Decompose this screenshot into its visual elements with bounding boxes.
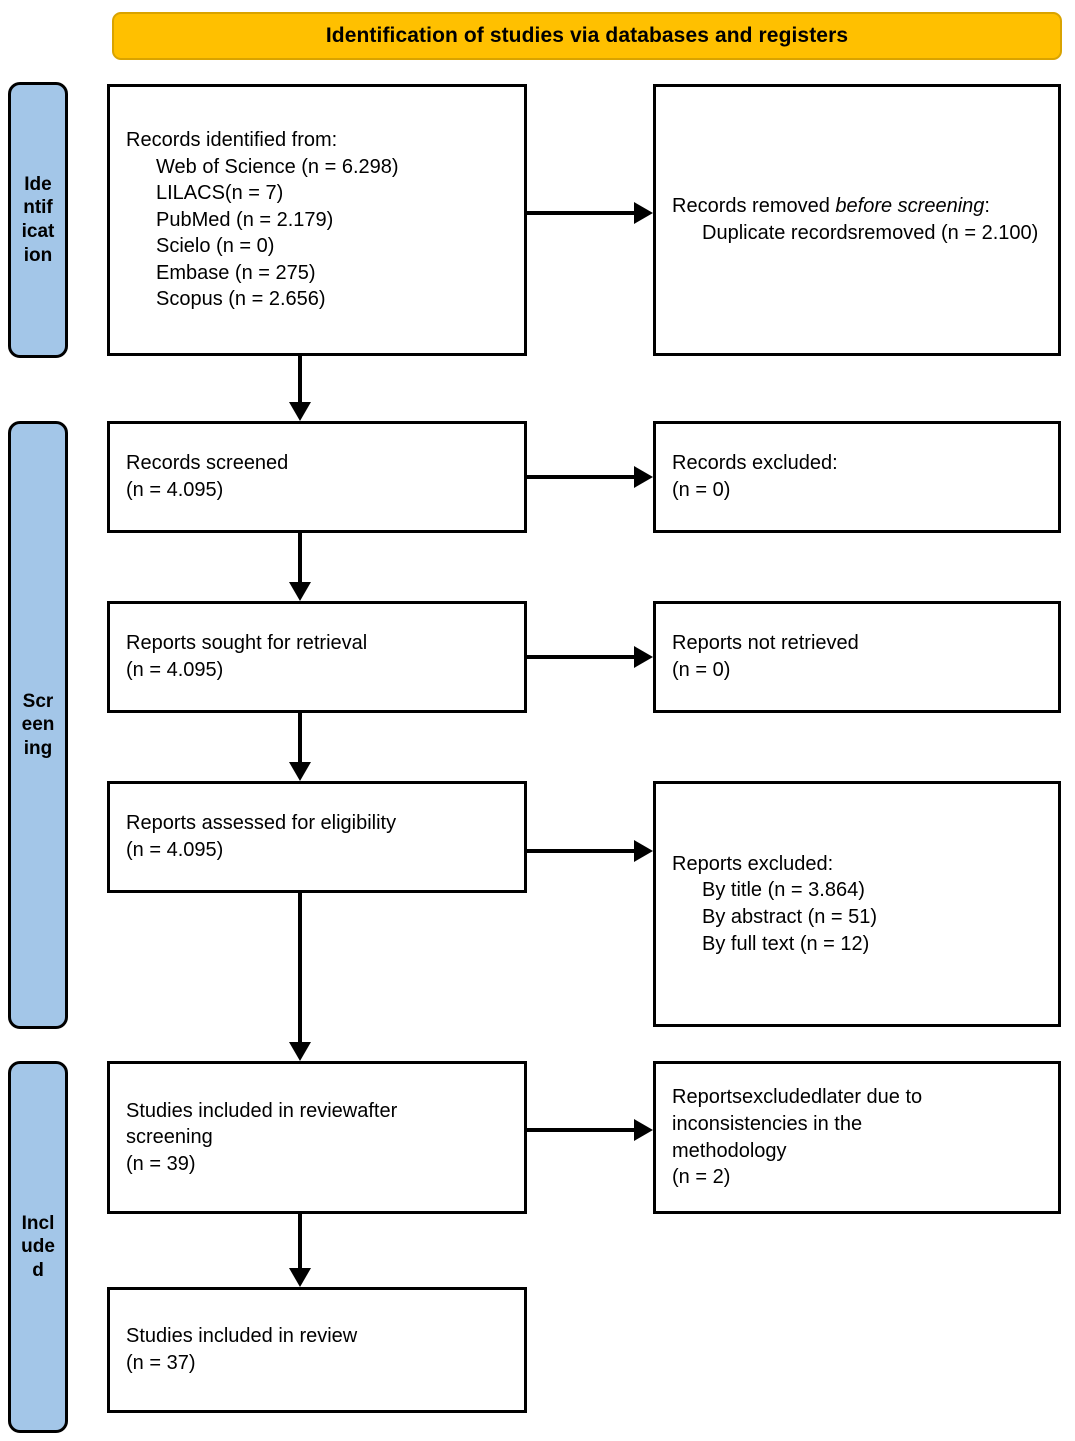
arrow-down-sought-to-assessed <box>283 713 317 781</box>
reports-assessed-label: Reports assessed for eligibility <box>126 812 397 835</box>
box-reports-sought-for-retrieval: Reports sought for retrieval (n = 4.095) <box>107 601 527 713</box>
box-records-removed-text: Records removed before screening: Duplic… <box>656 193 1058 246</box>
records-screened-label: Records screened <box>126 452 289 475</box>
arrow-stem <box>527 475 637 479</box>
arrow-right-screened-to-excluded <box>527 464 653 490</box>
records-removed-heading-colon: : <box>984 195 990 218</box>
box-reports-excluded: Reports excluded: By title (n = 3.864) B… <box>653 781 1061 1027</box>
box-reports-not-retrieved: Reports not retrieved (n = 0) <box>653 601 1061 713</box>
arrow-stem <box>527 655 637 659</box>
arrow-stem <box>298 356 302 402</box>
arrow-stem <box>298 1214 302 1268</box>
box-records-excluded: Records excluded: (n = 0) <box>653 421 1061 533</box>
arrow-right-sought-to-not-retrieved <box>527 644 653 670</box>
arrow-head-right-icon <box>634 840 653 862</box>
stage-label-screening: Screening <box>8 421 68 1029</box>
header-banner: Identification of studies via databases … <box>112 12 1062 60</box>
arrow-down-identified-to-screened <box>283 356 317 421</box>
studies-included-label: Studies included in review <box>126 1325 358 1348</box>
records-excluded-count: (n = 0) <box>672 479 731 501</box>
arrow-head-right-icon <box>634 646 653 668</box>
records-excluded-label: Records excluded: <box>672 452 838 475</box>
arrow-head-down-icon <box>289 762 311 781</box>
arrow-down-assessed-to-studies-after-screening <box>283 893 317 1061</box>
box-reports-sought-text: Reports sought for retrieval (n = 4.095) <box>110 630 524 683</box>
arrow-head-down-icon <box>289 582 311 601</box>
arrow-right-assessed-to-reports-excluded <box>527 838 653 864</box>
box-records-excluded-text: Records excluded: (n = 0) <box>656 450 1058 503</box>
reason-by-title: By title (n = 3.864) <box>702 879 865 902</box>
studies-included-count: (n = 37) <box>126 1352 196 1374</box>
arrow-stem <box>527 1128 637 1132</box>
arrow-head-right-icon <box>634 1119 653 1141</box>
box-records-screened: Records screened (n = 4.095) <box>107 421 527 533</box>
stage-label-screening-text: Screening <box>21 690 55 759</box>
box-reports-excluded-text: Reports excluded: By title (n = 3.864) B… <box>656 851 1058 957</box>
records-removed-detail: Duplicate recordsremoved (n = 2.100) <box>702 222 1039 244</box>
reason-by-full-text: By full text (n = 12) <box>702 932 870 955</box>
stage-label-included: Included <box>8 1061 68 1433</box>
source-lilacs: LILACS(n = 7) <box>156 182 284 205</box>
arrow-stem <box>527 211 637 215</box>
arrow-right-identified-to-removed <box>527 200 653 226</box>
reports-excluded-heading: Reports excluded: <box>672 852 834 875</box>
box-records-screened-text: Records screened (n = 4.095) <box>110 450 524 503</box>
studies-after-screening-line2: screening <box>126 1126 213 1149</box>
box-records-removed-before-screening: Records removed before screening: Duplic… <box>653 84 1061 356</box>
reports-not-retrieved-count: (n = 0) <box>672 659 731 681</box>
box-studies-included-in-review: Studies included in review (n = 37) <box>107 1287 527 1413</box>
stage-label-identification-text: Identification <box>21 173 55 266</box>
arrow-stem <box>298 713 302 762</box>
studies-after-screening-count: (n = 39) <box>126 1152 196 1175</box>
reason-by-abstract: By abstract (n = 51) <box>702 906 878 928</box>
box-records-identified-text: Records identified from: Web of Science … <box>110 127 524 313</box>
records-screened-count: (n = 4.095) <box>126 479 224 501</box>
box-reports-excluded-later: Reportsexcludedlater due to inconsistenc… <box>653 1061 1061 1214</box>
reports-sought-label: Reports sought for retrieval <box>126 632 368 655</box>
box-records-identified: Records identified from: Web of Science … <box>107 84 527 356</box>
arrow-down-screened-to-sought <box>283 533 317 601</box>
box-studies-included-after-screening: Studies included in reviewafter screenin… <box>107 1061 527 1214</box>
reports-sought-count: (n = 4.095) <box>126 659 224 681</box>
stage-label-included-text: Included <box>21 1212 55 1281</box>
reports-excluded-later-line1: Reportsexcludedlater due to <box>672 1086 923 1109</box>
source-scielo: Scielo (n = 0) <box>156 235 275 258</box>
arrow-head-right-icon <box>634 466 653 488</box>
arrow-stem <box>298 893 302 1042</box>
arrow-down-studies-after-screening-to-included <box>283 1214 317 1287</box>
source-pubmed: PubMed (n = 2.179) <box>156 208 334 231</box>
arrow-head-right-icon <box>634 202 653 224</box>
reports-excluded-later-line2: inconsistencies in the <box>672 1112 863 1135</box>
reports-excluded-later-line3: methodology <box>672 1139 787 1162</box>
arrow-stem <box>298 533 302 582</box>
source-web-of-science: Web of Science (n = 6.298) <box>156 155 399 178</box>
arrow-right-studies-to-reports-excluded-later <box>527 1117 653 1143</box>
arrow-head-down-icon <box>289 1268 311 1287</box>
box-reports-excluded-later-text: Reportsexcludedlater due to inconsistenc… <box>656 1084 1058 1190</box>
stage-label-identification: Identification <box>8 82 68 358</box>
box-reports-not-retrieved-text: Reports not retrieved (n = 0) <box>656 630 1058 683</box>
records-removed-heading-plain: Records removed <box>672 195 836 218</box>
header-title: Identification of studies via databases … <box>325 24 849 47</box>
arrow-head-down-icon <box>289 1042 311 1061</box>
reports-assessed-count: (n = 4.095) <box>126 839 224 861</box>
box-reports-assessed-text: Reports assessed for eligibility (n = 4.… <box>110 810 524 863</box>
source-embase: Embase (n = 275) <box>156 261 316 284</box>
box-reports-assessed-for-eligibility: Reports assessed for eligibility (n = 4.… <box>107 781 527 893</box>
box-studies-included-text: Studies included in review (n = 37) <box>110 1323 524 1376</box>
arrow-stem <box>527 849 637 853</box>
reports-not-retrieved-label: Reports not retrieved <box>672 632 859 655</box>
records-identified-heading: Records identified from: <box>126 128 338 151</box>
reports-excluded-later-count: (n = 2) <box>672 1166 731 1189</box>
arrow-head-down-icon <box>289 402 311 421</box>
source-scopus: Scopus (n = 2.656) <box>156 288 326 311</box>
studies-after-screening-line1: Studies included in reviewafter <box>126 1099 398 1122</box>
records-removed-heading-italic: before screening <box>835 195 985 218</box>
box-studies-after-screening-text: Studies included in reviewafter screenin… <box>110 1098 524 1178</box>
